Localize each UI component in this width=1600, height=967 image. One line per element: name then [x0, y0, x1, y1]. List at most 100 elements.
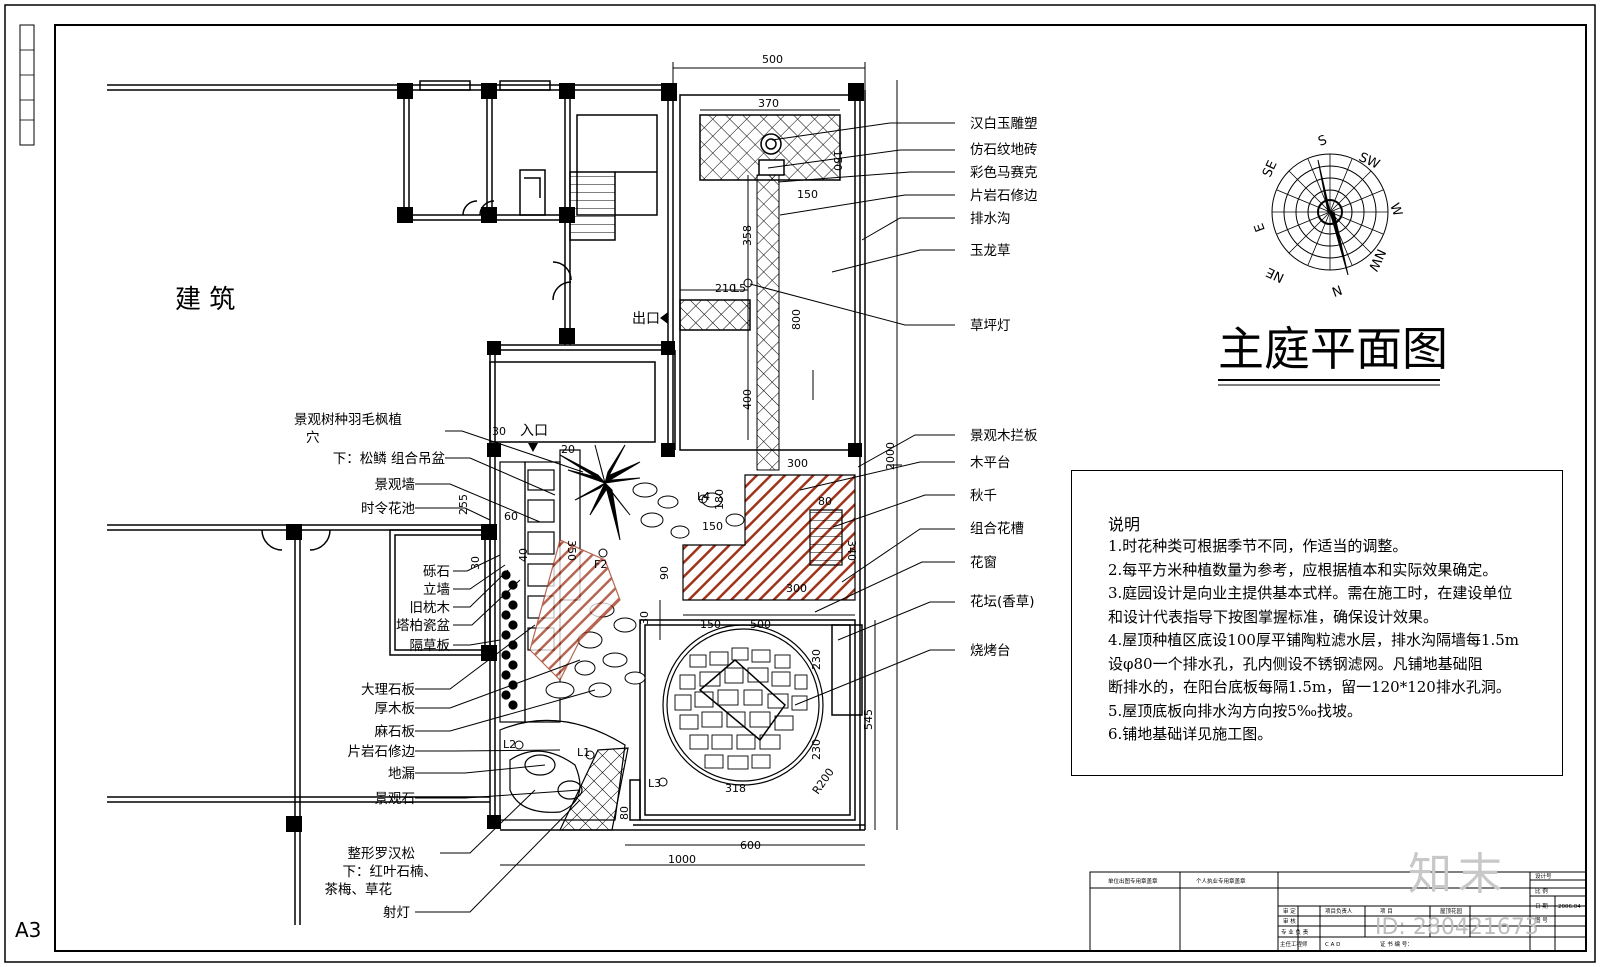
dim-text: 150	[700, 618, 721, 631]
tb-design-no: 设计号	[1535, 872, 1552, 880]
dim-text: 545	[862, 709, 875, 730]
callout-wood-rail: 景观木拦板	[970, 428, 1038, 444]
callout-podocarpus-2: 下：红叶石楠、	[343, 864, 438, 880]
callout-lawn-lamp: 草坪灯	[970, 318, 1011, 334]
building-walls	[107, 80, 676, 925]
callout-marble-sculpture: 汉白玉雕塑	[970, 116, 1038, 132]
dim-text: 150	[702, 520, 723, 533]
sheet-size-label: A3	[15, 918, 42, 942]
dim-text: 600	[740, 839, 761, 852]
callout-landscape-rock: 景观石	[375, 791, 416, 807]
callout-marble-slab: 大理石板	[361, 682, 415, 698]
dim-text: 2000	[884, 442, 897, 470]
dim-text: 90	[658, 566, 671, 580]
tb-date: 日 期	[1535, 903, 1548, 910]
callout-flower-window: 花窗	[970, 554, 997, 571]
dim-text: 80	[818, 495, 832, 508]
inner-border	[54, 24, 1587, 952]
dimension-texts: 500 370 150 150 358 210 800 400 2000 300…	[457, 53, 897, 866]
note-item: 5.屋顶底板向排水沟方向按5‰找坡。	[1108, 701, 1362, 720]
dim-text: 318	[725, 782, 746, 795]
lamp-label: F2	[594, 558, 607, 571]
dim-text: 500	[762, 53, 783, 66]
tb-row-engineer: 主任工程师	[1280, 940, 1308, 948]
dim-text: 30	[469, 556, 482, 570]
callout-bbq: 烧烤台	[970, 643, 1011, 659]
callout-podocarpus-3: 茶梅、草花	[325, 882, 393, 898]
compass-rose	[1271, 153, 1389, 276]
compass-n: N	[1329, 281, 1343, 298]
compass-s: S	[1316, 133, 1329, 150]
watermark-brand: 知末	[1408, 849, 1508, 900]
note-item: 1.时花种类可根据季节不同，作适当的调整。	[1108, 537, 1408, 555]
callout-swing: 秋千	[970, 488, 997, 504]
tb-item-label: 项 目	[1380, 908, 1393, 915]
dim-text: 370	[758, 97, 779, 110]
notes-box: 说明 1.时花种类可根据季节不同，作适当的调整。 2.每平方米种植数量为参考，应…	[1071, 470, 1563, 776]
exit-label: 出口	[632, 311, 660, 327]
lamp-label: L3	[648, 777, 661, 790]
note-item: 设φ80一个排水孔，孔内侧设不锈钢滤网。凡铺地基础阻	[1108, 654, 1483, 673]
callout-wood-deck: 木平台	[970, 455, 1011, 471]
callout-planter: 组合花槽	[970, 521, 1024, 537]
note-item: 3.庭园设计是向业主提供基本式样。需在施工时，在建设单位	[1108, 584, 1513, 602]
tb-unit-seal: 单位出图专用章盖章	[1108, 877, 1158, 885]
compass-e: E	[1252, 221, 1269, 234]
dim-text: 255	[457, 494, 470, 515]
watermark-id: ID: 280421673	[1375, 915, 1539, 940]
note-item: 和设计代表指导下按图掌握标准，确保设计效果。	[1108, 607, 1439, 626]
dim-text: 300	[786, 582, 807, 595]
note-item: 断排水的，在阳台底板每隔1.5m，留一120*120排水孔洞。	[1108, 678, 1511, 696]
dim-text: 150	[831, 150, 844, 171]
dim-text: 230	[810, 739, 823, 760]
callout-cypress-pot: 塔柏瓷盆	[396, 618, 450, 634]
note-item: 4.屋顶种植区底设100厚平铺陶粒滤水层，排水沟隔墙每1.5m	[1108, 631, 1520, 649]
rock-garden	[499, 719, 629, 831]
lamp-label: L4	[697, 490, 710, 503]
callout-gravel: 砾石	[423, 564, 450, 580]
gravel-path	[529, 539, 621, 682]
dim-text: 20	[561, 443, 575, 456]
building-label: 建 筑	[175, 285, 235, 315]
entrance-label: 入口	[520, 423, 548, 439]
dim-text: 30	[492, 425, 506, 438]
garden-outline	[500, 90, 866, 831]
callout-floor-drain: 地漏	[388, 766, 415, 782]
callout-maple-2: 穴	[306, 430, 320, 446]
dimension-lines	[500, 62, 902, 866]
callout-thick-board: 厚木板	[375, 701, 416, 717]
callout-slate-edge: 片岩石修边	[970, 188, 1038, 204]
callout-upright-wall: 立墙	[423, 582, 450, 598]
dim-text: 40	[517, 548, 530, 562]
side-strip	[19, 24, 35, 146]
stepping-stones	[545, 482, 745, 699]
callouts-left: 景观树种羽毛枫植 穴 下：松鳞 组合吊盆 景观墙 时令花池 砾石 立墙 旧枕木 …	[294, 412, 450, 921]
callout-dwarf-grass: 玉龙草	[970, 243, 1011, 259]
maple-tree-symbol	[559, 444, 641, 541]
tb-cad: C A D	[1325, 942, 1340, 948]
tb-scale: 比 例	[1535, 887, 1548, 895]
compass-w: W	[1386, 201, 1405, 218]
dim-text: 400	[741, 389, 754, 410]
tb-row-lead: 专 业 负 责	[1281, 928, 1309, 936]
dim-text: R200	[810, 766, 837, 797]
dim-text: 30	[638, 611, 651, 625]
dim-text: 230	[810, 649, 823, 670]
callout-drain-ditch: 排水沟	[970, 211, 1011, 227]
compass-ne: NE	[1264, 264, 1287, 285]
callout-sleeper: 旧枕木	[410, 600, 451, 616]
note-item: 6.铺地基础详见施工图。	[1108, 725, 1273, 743]
notes-list: 1.时花种类可根据季节不同，作适当的调整。 2.每平方米种植数量为参考，应根据植…	[1108, 535, 1519, 747]
tb-cert: 证 书 编 号：	[1380, 940, 1413, 948]
dim-text: 300	[787, 457, 808, 470]
leader-lines-right	[749, 122, 955, 706]
lamp-label: L2	[503, 738, 516, 751]
callout-landscape-wall: 景观墙	[375, 477, 416, 493]
dim-text: 340	[845, 540, 858, 561]
dim-text: 800	[790, 309, 803, 330]
callout-seasonal-bed: 时令花池	[361, 501, 415, 517]
dim-text: 500	[750, 618, 771, 631]
dim-text: 210	[715, 282, 736, 295]
lamp-label: L1	[577, 746, 590, 759]
